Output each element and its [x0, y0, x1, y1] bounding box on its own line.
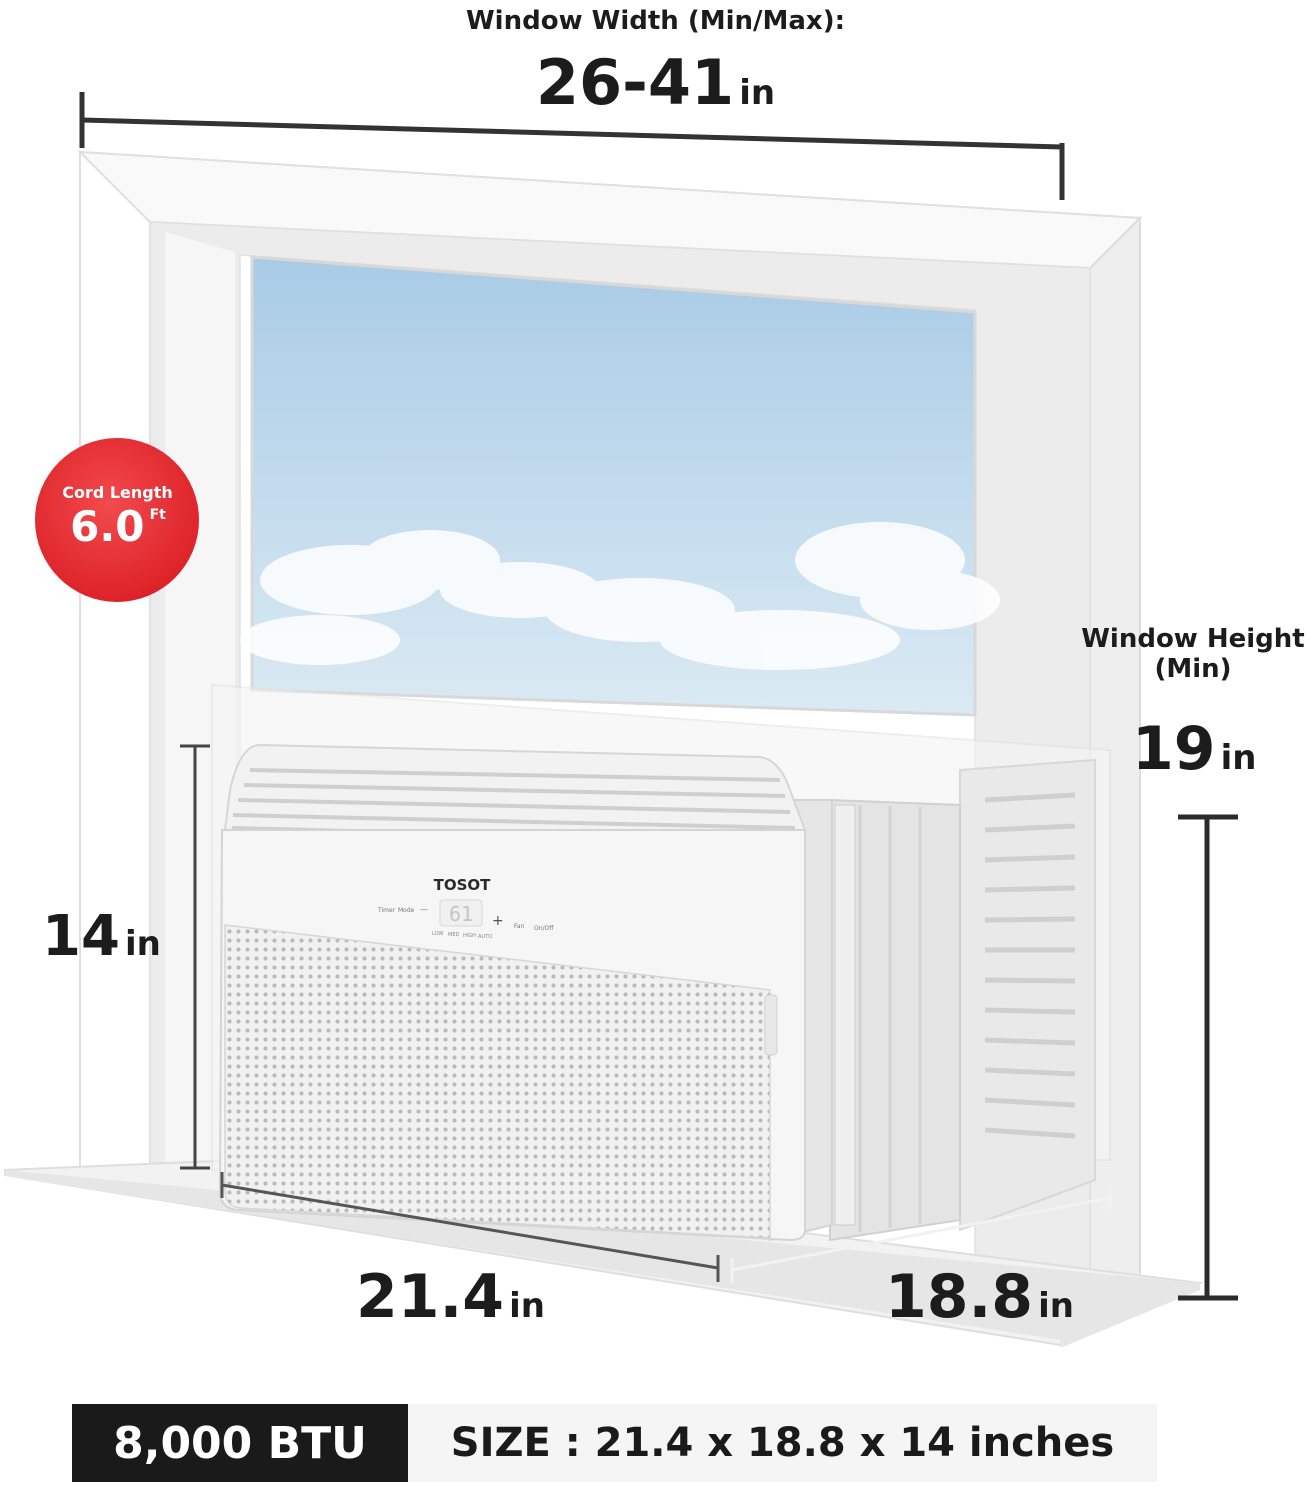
window-width-value: 26-41 [535, 46, 735, 119]
cord-length-title: Cord Length [62, 483, 173, 502]
panel-label-low: LOW [432, 931, 444, 937]
ac-rear-section [959, 758, 1096, 1232]
window-height-unit: in [1220, 738, 1257, 778]
unit-depth-value: 18.8 [885, 1262, 1034, 1332]
height-19-dimension-line [1178, 814, 1238, 1301]
cord-length-value-group: 6.0 Ft [58, 502, 178, 551]
width-21-dimension-line [220, 1172, 720, 1282]
plus-button[interactable]: + [492, 913, 504, 929]
window-height-title-line2: (Min) [1154, 654, 1232, 684]
ac-unit-body: TOSOT 61 Timer Mode — + Fan On/Off LOW M… [218, 743, 833, 1242]
depth-18-dimension-line [730, 1186, 1112, 1283]
panel-label-fan: Fan [514, 923, 525, 930]
unit-depth-value-group: 18.8 in [885, 1262, 1074, 1332]
height-14-dimension-line [180, 744, 210, 1170]
btu-badge: 8,000 BTU [72, 1404, 408, 1482]
unit-width-value: 21.4 [356, 1262, 505, 1332]
window-height-value: 19 [1132, 714, 1216, 784]
panel-label-med: MED [448, 932, 459, 938]
window-width-unit: in [739, 73, 776, 113]
window-width-dimension-line [79, 92, 1065, 200]
unit-height-value-group: 14 in [42, 904, 161, 969]
unit-height-value: 14 [42, 904, 120, 969]
cord-length-badge [35, 438, 199, 602]
window-width-title: Window Width (Min/Max): [466, 6, 845, 36]
panel-label-mode: Mode [398, 907, 415, 914]
minus-button[interactable]: — [420, 905, 428, 914]
cord-length-unit: Ft [149, 507, 166, 523]
size-label: SIZE : 21.4 x 18.8 x 14 inches [450, 1420, 1115, 1466]
panel-label-high: HIGH [463, 933, 476, 939]
panel-label-timer: Timer [377, 907, 396, 914]
unit-depth-unit: in [1038, 1286, 1074, 1326]
window-height-title: Window Height (Min) [1075, 624, 1311, 684]
window-glass [240, 255, 1000, 717]
unit-width-value-group: 21.4 in [356, 1262, 545, 1332]
unit-width-unit: in [509, 1286, 545, 1326]
cord-length-value: 6.0 [70, 502, 145, 551]
temperature-display: 61 [449, 902, 473, 926]
side-handle [764, 994, 778, 1056]
window-height-title-line1: Window Height [1081, 624, 1305, 654]
brand-logo: TOSOT [434, 876, 492, 894]
panel-label-auto: AUTO [478, 934, 492, 940]
cloud-icon [240, 522, 1000, 670]
unit-height-unit: in [125, 924, 161, 964]
window-width-value-group: 26-41 in [0, 46, 1311, 119]
side-accordion-panel [829, 798, 961, 1242]
front-grille [224, 924, 771, 1239]
control-panel: TOSOT 61 Timer Mode — + Fan On/Off LOW M… [377, 876, 554, 940]
panel-label-onoff: On/Off [534, 925, 554, 932]
window-height-value-group: 19 in [1132, 714, 1256, 784]
